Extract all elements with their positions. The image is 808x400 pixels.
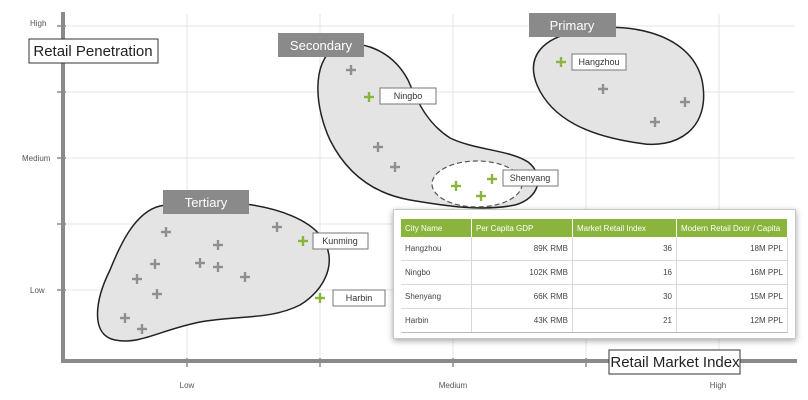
city-marker (120, 313, 130, 323)
city-marker (132, 274, 142, 284)
table-cell: 66K RMB (471, 284, 573, 309)
city-label: Kunming (322, 236, 358, 246)
table-header-cell: Market Retail Index (572, 219, 677, 237)
cluster-label-box (278, 33, 364, 57)
table-cell: 36 (572, 237, 677, 261)
table-cell: 89K RMB (471, 237, 573, 261)
cluster-tertiary (96, 200, 330, 342)
cluster-primary (532, 26, 705, 145)
city-label-box (502, 169, 559, 187)
highlighted-city-marker (298, 236, 308, 246)
table-cell: Shenyang (401, 284, 472, 309)
table-header-cell: City Name (401, 219, 472, 237)
city-label: Hangzhou (578, 57, 619, 67)
highlighted-city-marker (556, 57, 566, 67)
y-tick-label: Medium (22, 154, 51, 163)
city-labels: Hangzhou Ningbo Shenyang Kunming Harbin (312, 53, 627, 307)
y-axis-title: Retail Penetration (33, 43, 152, 60)
city-marker (195, 258, 205, 268)
table-header-cell: Per Capita GDP (471, 219, 573, 237)
city-label-box (332, 289, 386, 307)
table-row: Ningbo 102K RMB 16 16M PPL (401, 260, 788, 285)
city-label: Shenyang (510, 173, 551, 183)
table-row: Harbin 43K RMB 21 12M PPL (401, 308, 788, 333)
city-marker (373, 142, 383, 152)
y-tick-label: High (30, 19, 46, 28)
highlighted-city-marker (476, 191, 486, 201)
table-row: Hangzhou 89K RMB 36 18M PPL (401, 237, 788, 261)
cluster-label: Tertiary (185, 195, 228, 210)
table-cell: 12M PPL (676, 308, 788, 333)
cluster-label: Secondary (290, 38, 353, 53)
table-header-cell: Modern Retail Door / Capita (676, 219, 788, 237)
table-cell: 16 (572, 260, 677, 285)
table-cell: 102K RMB (471, 260, 573, 285)
table-cell: 15M PPL (676, 284, 788, 309)
city-label: Ningbo (394, 91, 423, 101)
table-cell: 21 (572, 308, 677, 333)
city-metrics-table-card: City Name Per Capita GDP Market Retail I… (393, 209, 796, 339)
city-marker (150, 259, 160, 269)
highlighted-city-marker (487, 174, 497, 184)
city-marker (598, 84, 608, 94)
cluster-label-box (529, 13, 616, 37)
city-marker (152, 289, 162, 299)
table-cell: Harbin (401, 308, 472, 333)
x-tick-label: Medium (439, 381, 468, 390)
cluster-label: Primary (550, 18, 595, 33)
city-marker (161, 227, 171, 237)
table-cell: 43K RMB (471, 308, 573, 333)
x-tick-label: High (710, 381, 726, 390)
city-marker (346, 65, 356, 75)
city-marker (650, 117, 660, 127)
highlighted-city-marker (451, 181, 461, 191)
y-tick-label: Low (30, 286, 45, 295)
cluster-label-box (163, 190, 249, 214)
city-marker (240, 272, 250, 282)
city-marker (390, 162, 400, 172)
table-cell: Ningbo (401, 260, 472, 285)
city-marker (137, 324, 147, 334)
x-tick-label: Low (180, 381, 195, 390)
city-marker (213, 262, 223, 272)
y-axis-title-box (28, 38, 159, 64)
city-marker (213, 240, 223, 250)
table-cell: 16M PPL (676, 260, 788, 285)
x-axis-title: Retail Market Index (610, 354, 740, 371)
city-metrics-table: City Name Per Capita GDP Market Retail I… (401, 219, 788, 333)
city-label-box (312, 232, 369, 250)
city-marker (272, 222, 282, 232)
data-markers (120, 57, 690, 334)
x-axis-title-box (608, 349, 741, 375)
table-cell: Hangzhou (401, 237, 472, 261)
table-header-row: City Name Per Capita GDP Market Retail I… (401, 219, 788, 237)
table-row: Shenyang 66K RMB 30 15M PPL (401, 284, 788, 309)
table-cell: 18M PPL (676, 237, 788, 261)
highlighted-city-marker (364, 92, 374, 102)
highlighted-city-marker (315, 293, 325, 303)
city-label: Harbin (346, 293, 373, 303)
city-label-box (379, 87, 437, 105)
city-marker (680, 97, 690, 107)
city-label-box (571, 53, 627, 71)
table-cell: 30 (572, 284, 677, 309)
